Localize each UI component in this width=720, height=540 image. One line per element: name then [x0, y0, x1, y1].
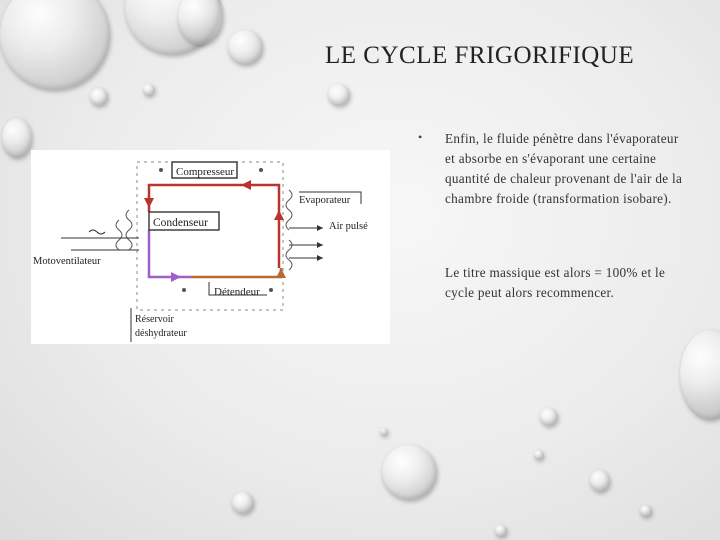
evaporator-bracket	[299, 191, 362, 204]
fitting-dot	[159, 168, 163, 172]
water-drop	[2, 118, 32, 158]
water-drop	[178, 0, 223, 45]
arrow-right-icon	[171, 272, 181, 282]
evaporator-coil	[285, 239, 293, 271]
water-drop	[590, 470, 610, 492]
fitting-dot	[182, 288, 186, 292]
water-drop	[382, 445, 437, 500]
motoventilateur-label: Motoventilateur	[33, 256, 101, 267]
water-drop	[495, 525, 507, 537]
brown-expansion-line	[191, 268, 283, 279]
water-drop	[0, 0, 110, 90]
arrow-left-icon	[241, 180, 251, 190]
water-drop	[143, 84, 155, 96]
fan-blade-icon	[88, 229, 106, 235]
paragraph-cycle-restart: Le titre massique est alors = 100% et le…	[445, 265, 666, 300]
water-drop	[540, 408, 558, 426]
diagram-svg: Compresseur Condenseur Evaporateur Air p…	[33, 161, 368, 342]
condenser-coil	[115, 219, 123, 251]
paragraph-evaporation: Enfin, le fluide pénètre dans l'évaporat…	[445, 131, 683, 206]
purple-liquid-line	[147, 230, 191, 279]
evaporator-coil	[285, 189, 293, 231]
condenser-coil	[125, 209, 133, 251]
arrow-right-icon	[317, 255, 323, 261]
water-drop	[640, 505, 652, 517]
evaporateur-label: Evaporateur	[299, 195, 351, 206]
condenseur-label: Condenseur	[153, 217, 208, 229]
water-drop	[228, 30, 263, 65]
air-pulse-label: Air pulsé	[329, 221, 368, 232]
refrigeration-cycle-diagram: Compresseur Condenseur Evaporateur Air p…	[31, 150, 390, 344]
slide-title: LE CYCLE FRIGORIFIQUE	[325, 42, 635, 69]
water-drop	[534, 450, 544, 460]
water-drop	[90, 88, 108, 106]
fitting-dot	[269, 288, 273, 292]
reservoir-label-line1: Réservoir	[135, 314, 175, 325]
arrow-down-icon	[144, 198, 154, 208]
water-drop	[328, 84, 350, 106]
arrow-right-icon	[317, 242, 323, 248]
reservoir-label-line2: déshydrateur	[135, 328, 187, 339]
compressor-box	[171, 161, 238, 179]
bullet-marker: •	[418, 130, 423, 144]
compresseur-label: Compresseur	[176, 166, 234, 178]
detendeur-label: Détendeur	[214, 286, 260, 298]
condenser-box	[148, 211, 220, 231]
arrow-right-icon	[317, 225, 323, 231]
water-drop	[380, 428, 388, 436]
water-drop	[232, 492, 254, 514]
detendeur-bracket	[208, 282, 267, 296]
water-drop	[680, 330, 720, 420]
fitting-dot	[259, 168, 263, 172]
arrow-up-icon	[276, 268, 286, 278]
arrow-up-icon	[274, 210, 284, 220]
